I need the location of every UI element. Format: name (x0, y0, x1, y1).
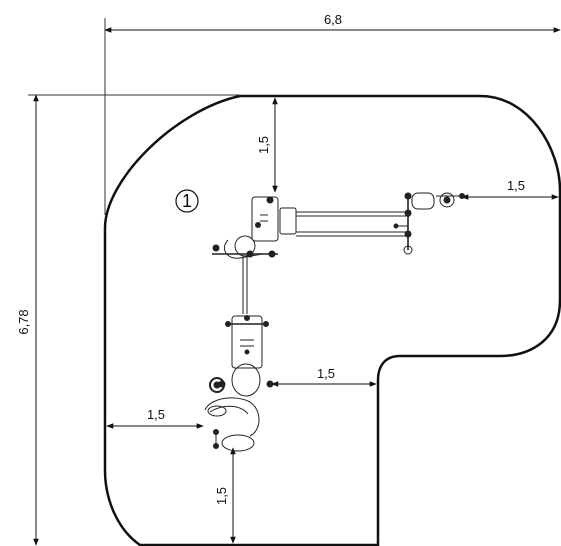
clear-inner-label: 1,5 (317, 366, 335, 381)
overall-height-dimension: 6,78 (16, 94, 240, 546)
clear-bottom-label: 1,5 (214, 487, 229, 505)
lower-slide (204, 377, 260, 452)
area-marker-label: 1 (182, 191, 192, 211)
safety-zone-outline (103, 94, 561, 546)
overall-width-label: 6,8 (324, 12, 342, 27)
vertical-connector (242, 256, 248, 314)
clear-top-dimension: 1,5 (256, 97, 278, 193)
right-end-element (411, 192, 465, 210)
upper-platform-assembly (212, 196, 297, 259)
lower-tower (218, 315, 274, 397)
clear-inner-dimension: 1,5 (271, 366, 377, 387)
horizontal-bridge (296, 192, 413, 255)
clear-right-dimension: 1,5 (461, 178, 559, 200)
clear-top-label: 1,5 (256, 136, 271, 154)
clear-left-dimension: 1,5 (106, 407, 204, 429)
overall-height-label: 6,78 (16, 309, 31, 334)
clear-bottom-dimension: 1,5 (214, 447, 236, 544)
clear-left-label: 1,5 (147, 407, 165, 422)
clear-right-label: 1,5 (507, 178, 525, 193)
overall-width-dimension: 6,8 (104, 12, 561, 215)
area-marker: 1 (175, 189, 199, 213)
